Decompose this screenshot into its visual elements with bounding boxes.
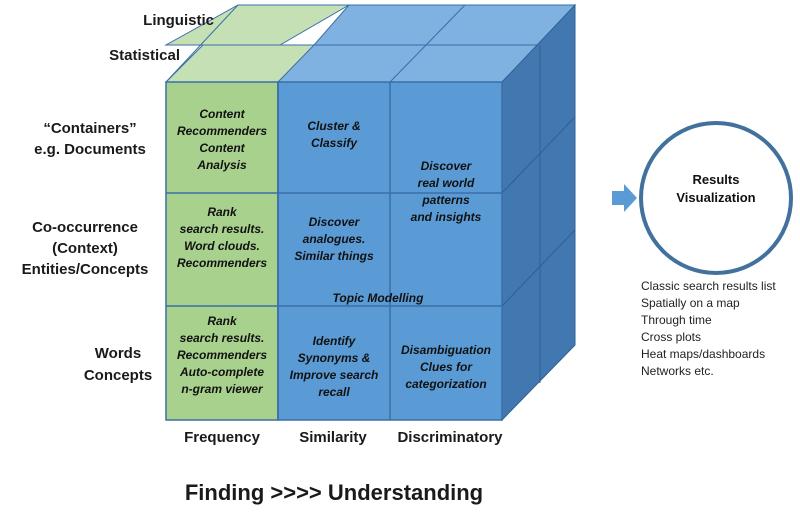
row-label-line: Words xyxy=(95,345,141,362)
row-label-line: (Context) xyxy=(52,240,118,257)
cube-top-face xyxy=(164,4,577,83)
cell-line: Recommenders xyxy=(177,124,267,138)
results-list: Classic search results list Spatially on… xyxy=(641,279,776,378)
cube-side-face xyxy=(501,3,576,422)
cell-line: Rank xyxy=(207,205,238,219)
depth-label-linguistic: Linguistic xyxy=(143,12,214,29)
cell-line: real world xyxy=(418,176,475,190)
cell-line: Content xyxy=(199,107,245,121)
results-circle xyxy=(639,121,793,275)
column-label-similarity: Similarity xyxy=(299,429,367,446)
cell-line: Recommenders xyxy=(177,348,267,362)
results-list-item: Networks etc. xyxy=(641,364,714,378)
side-divider xyxy=(501,229,576,307)
cell-similarity-cooccurrence: Discover analogues. Similar things xyxy=(294,215,374,263)
cell-line: analogues. xyxy=(303,232,366,246)
cell-frequency-cooccurrence: Rank search results. Word clouds. Recomm… xyxy=(177,205,267,270)
cell-line: Cluster & xyxy=(307,119,360,133)
cell-line: Identify xyxy=(313,334,357,348)
cell-line: Content xyxy=(199,141,245,155)
cell-line: Word clouds. xyxy=(184,239,260,253)
cell-line: recall xyxy=(318,385,350,399)
row-label-words: Words Concepts xyxy=(84,345,152,384)
column-label-frequency: Frequency xyxy=(184,429,261,446)
row-label-line: Entities/Concepts xyxy=(22,261,149,278)
row-label-line: “Containers” xyxy=(43,120,136,137)
cell-line: Analysis xyxy=(196,158,247,172)
cell-line: Discover xyxy=(309,215,361,229)
results-title-line: Visualization xyxy=(676,190,755,205)
cube-front-face xyxy=(165,81,503,421)
row-label-line: e.g. Documents xyxy=(34,141,146,158)
cell-line: Recommenders xyxy=(177,256,267,270)
side-divider xyxy=(501,116,576,194)
cell-line: and insights xyxy=(411,210,482,224)
cell-similarity-words: Identify Synonyms & Improve search recal… xyxy=(290,334,379,399)
row-label-containers: “Containers” e.g. Documents xyxy=(34,120,146,158)
topic-modelling-label: Topic Modelling xyxy=(333,291,425,305)
row-label-line: Co-occurrence xyxy=(32,219,138,236)
arrow-icon xyxy=(612,184,637,212)
top-divider xyxy=(165,4,239,83)
cell-line: Improve search xyxy=(290,368,379,382)
results-list-item: Cross plots xyxy=(641,330,701,344)
cell-discriminatory-words: Disambiguation Clues for categorization xyxy=(401,343,491,391)
cell-line: Discover xyxy=(421,159,473,173)
cell-line: search results. xyxy=(180,222,265,236)
cell-line: categorization xyxy=(405,377,486,391)
depth-label-statistical: Statistical xyxy=(109,47,180,64)
cell-frequency-words: Rank search results. Recommenders Auto-c… xyxy=(177,314,267,396)
results-list-item: Classic search results list xyxy=(641,279,776,293)
results-list-item: Through time xyxy=(641,313,712,327)
cell-line: Clues for xyxy=(420,360,473,374)
results-list-item: Spatially on a map xyxy=(641,296,740,310)
row-label-line: Concepts xyxy=(84,367,152,384)
cell-line: patterns xyxy=(421,193,470,207)
results-title-line: Results xyxy=(693,172,740,187)
top-divider xyxy=(389,4,466,83)
cell-line: Classify xyxy=(311,136,358,150)
cell-line: Rank xyxy=(207,314,238,328)
top-blue-front xyxy=(276,44,542,83)
results-list-item: Heat maps/dashboards xyxy=(641,347,765,361)
cell-frequency-containers: Content Recommenders Content Analysis xyxy=(177,107,267,172)
column-label-discriminatory: Discriminatory xyxy=(397,429,503,446)
cell-discriminatory-upper: Discover real world patterns and insight… xyxy=(411,159,482,224)
cell-line: Similar things xyxy=(294,249,374,263)
cell-line: n-gram viewer xyxy=(181,382,264,396)
cell-line: Synonyms & xyxy=(298,351,371,365)
front-green-column xyxy=(165,81,279,421)
cell-similarity-containers: Cluster & Classify xyxy=(307,119,360,150)
cell-line: Auto-complete xyxy=(179,365,264,379)
cell-line: Disambiguation xyxy=(401,343,491,357)
top-blue-back xyxy=(312,4,577,46)
row-label-cooccurrence: Co-occurrence (Context) Entities/Concept… xyxy=(22,219,149,278)
cell-line: search results. xyxy=(180,331,265,345)
footer-title: Finding >>>> Understanding xyxy=(185,480,483,505)
